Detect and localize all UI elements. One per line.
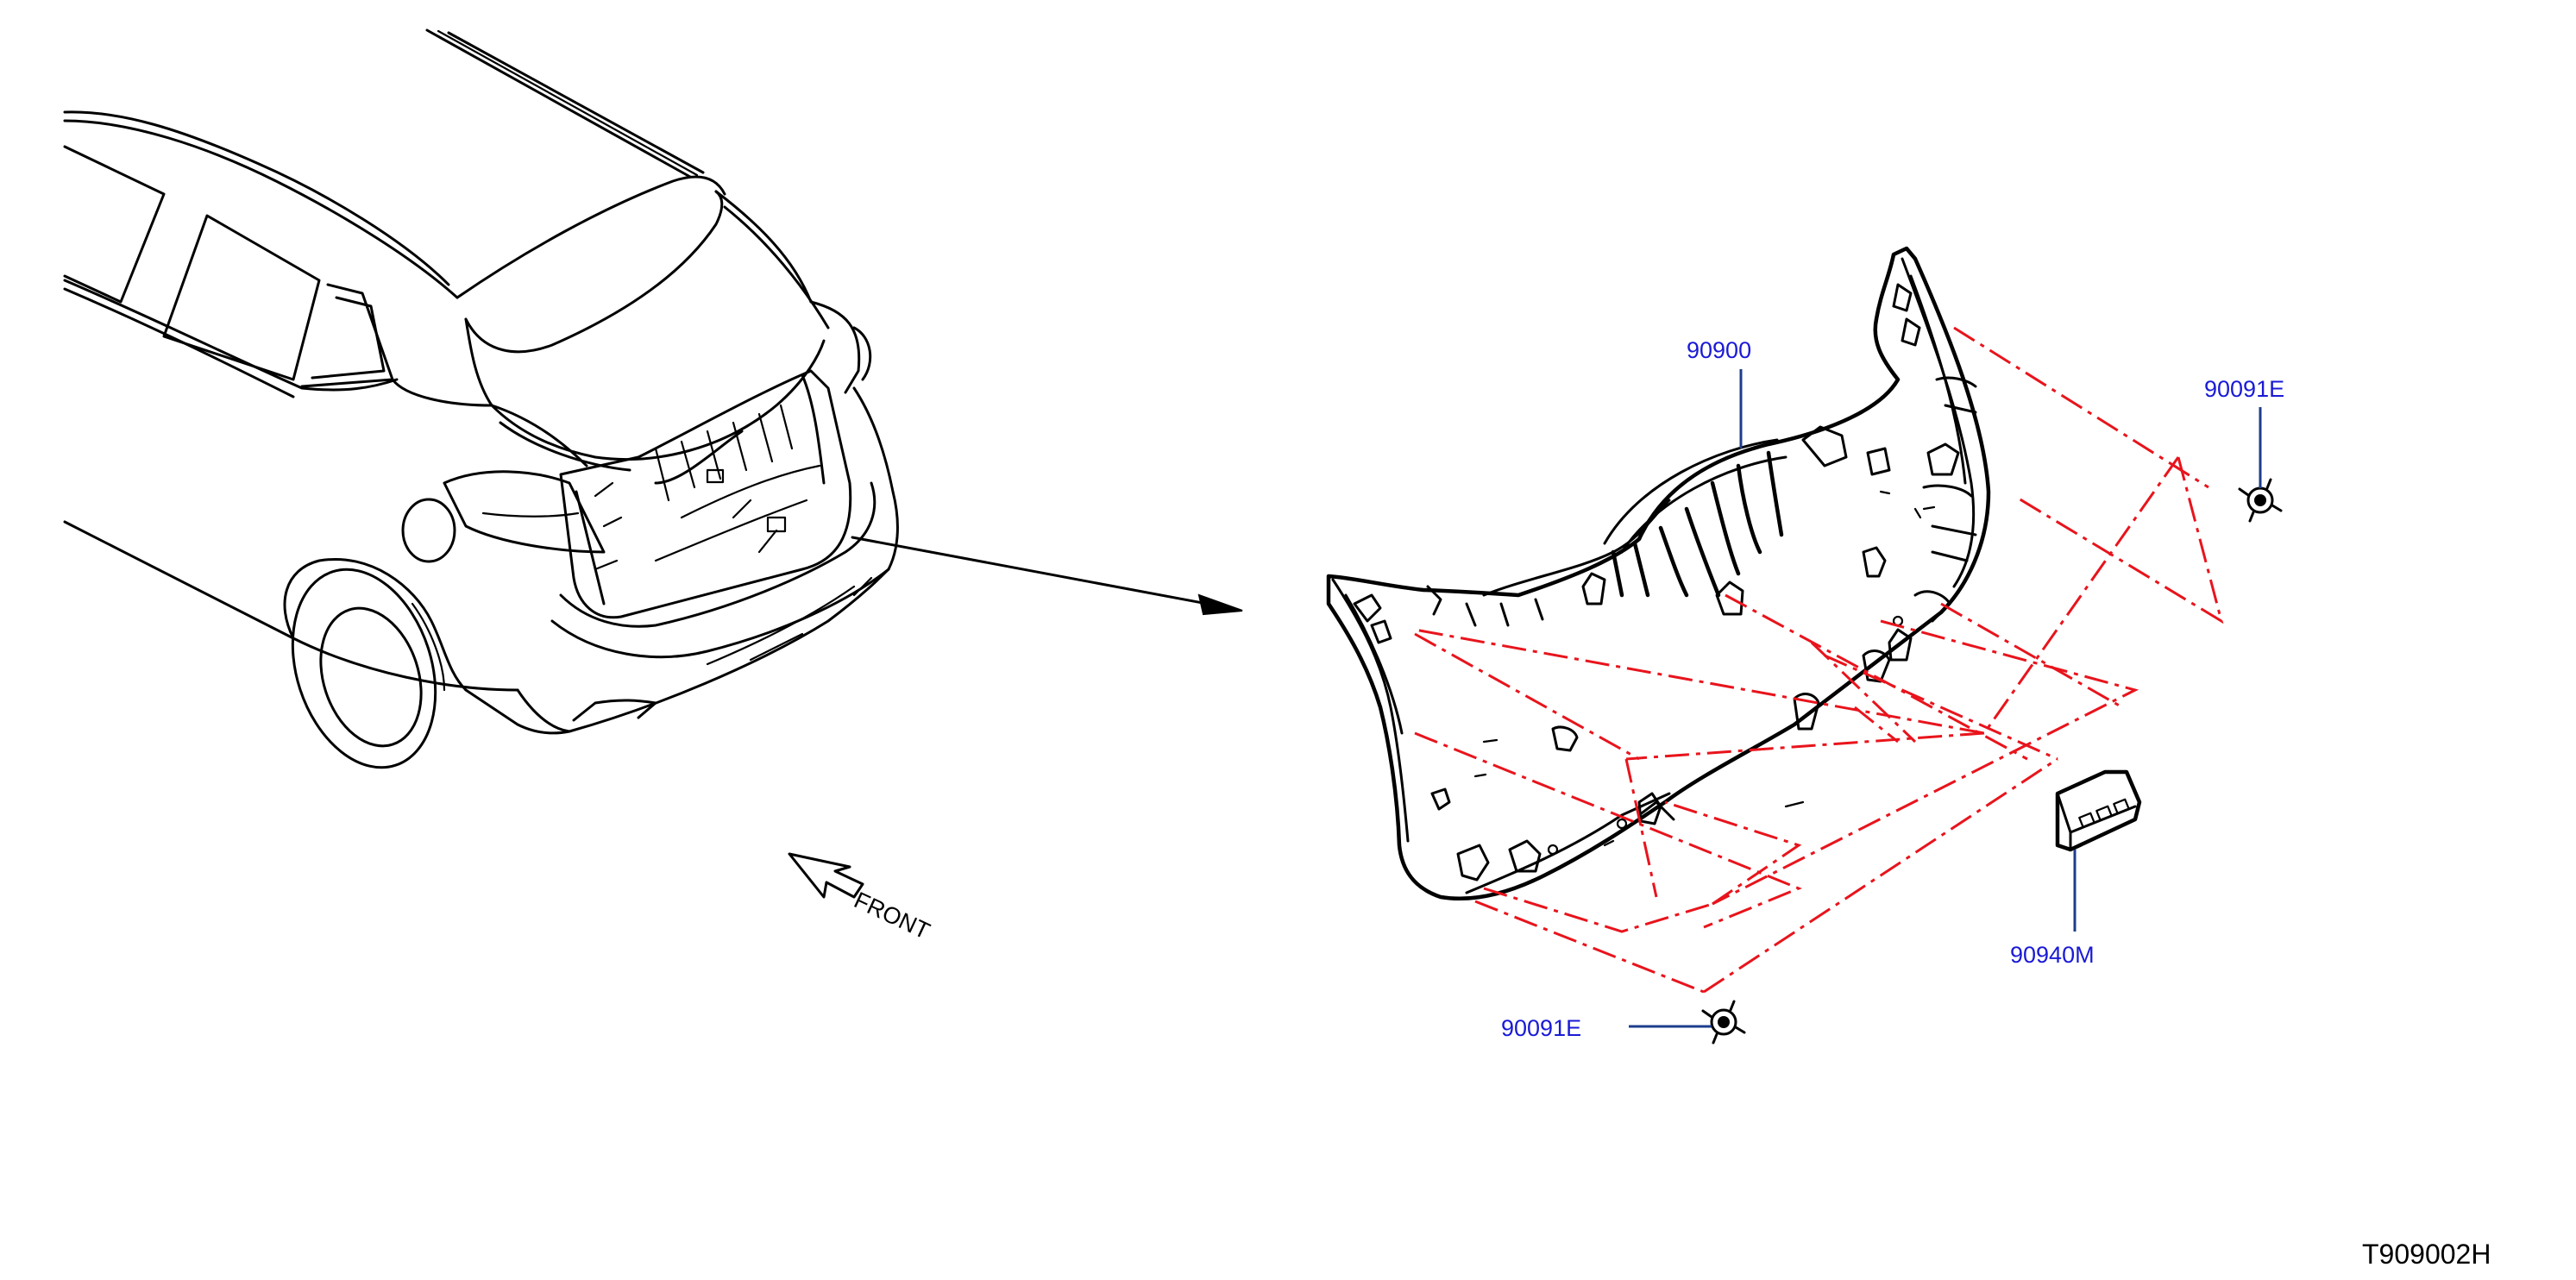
callout-90091E-upper: 90091E [2204,376,2284,488]
lamp-bracket-part [2055,769,2142,852]
back-door-trim-panel [1326,246,1991,900]
part-number-label: 90091E [2204,376,2284,402]
phantom-alignment-lines [1414,326,2224,994]
detail-pointer-arrow [851,536,1243,616]
callout-90900: 90900 [1687,337,1751,449]
callout-90940M: 90940M [2010,850,2095,968]
front-direction-indicator: FRONT [788,852,933,944]
part-number-label: 90091E [1501,1015,1581,1041]
callout-90091E-lower: 90091E [1501,1015,1712,1041]
front-label: FRONT [850,887,933,944]
trim-clip-lower [1701,1000,1746,1045]
drawing-code: T909002H [2362,1239,2491,1270]
vehicle-rear-view [63,28,899,769]
part-number-label: 90900 [1687,337,1751,363]
front-arrow-icon [788,852,864,899]
part-number-label: 90940M [2010,942,2095,968]
